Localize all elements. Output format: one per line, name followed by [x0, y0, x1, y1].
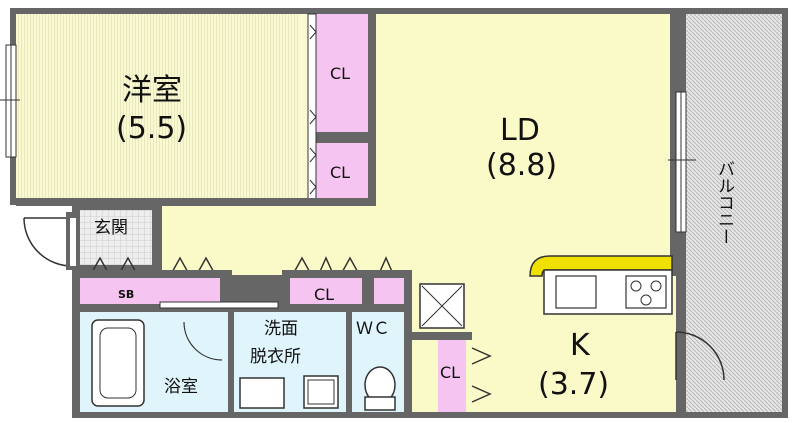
kitchen-closet-label: CL: [440, 363, 460, 382]
closet-lower-label: CL: [330, 163, 350, 182]
ld-size: (8.8): [486, 148, 557, 183]
bathroom-name: 浴室: [164, 377, 198, 397]
shoe-box-label: SB: [118, 288, 134, 301]
hall-closet-label: CL: [314, 285, 334, 304]
toilet-name: ＷＣ: [356, 319, 390, 339]
kitchen-sink: [555, 275, 597, 309]
western-room-floor: [16, 14, 308, 200]
kitchen-name: K: [570, 328, 591, 363]
closet-lower: [316, 143, 368, 200]
ld-name: LD: [500, 113, 540, 148]
kitchen-size: (3.7): [538, 367, 609, 402]
balcony-floor: [686, 14, 782, 412]
entrance-name: 玄関: [94, 218, 128, 238]
stove: [625, 275, 667, 309]
hall-closet: [290, 278, 362, 304]
closet-upper-label: CL: [330, 64, 350, 83]
washroom-name-1: 洗面: [264, 319, 298, 339]
washroom-name-2: 脱衣所: [250, 347, 301, 367]
entry-door: [23, 217, 73, 267]
closet-upper: [316, 14, 368, 132]
balcony-name: バルコニー: [714, 160, 734, 245]
western-room-name: 洋室: [122, 73, 182, 108]
balcony-door: [675, 331, 725, 381]
kitchen-closet: [438, 340, 466, 412]
western-room-size: (5.5): [116, 111, 187, 146]
washing-machine-pan: [303, 375, 339, 409]
hall-closet-2: [374, 278, 404, 304]
shoe-box: [80, 278, 220, 304]
entrance-floor: [80, 210, 160, 265]
sink: [239, 377, 285, 409]
